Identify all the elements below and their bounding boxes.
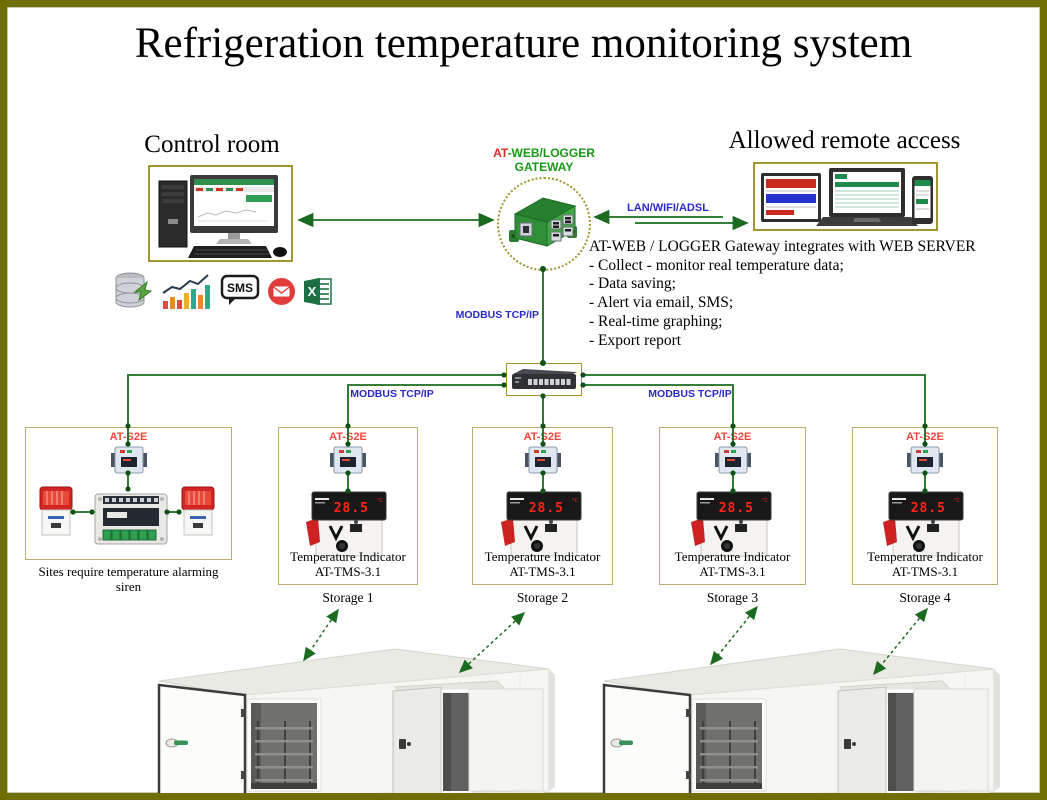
svg-text:SMS: SMS bbox=[227, 281, 253, 295]
svg-text:°C: °C bbox=[762, 498, 769, 504]
svg-text:28.5: 28.5 bbox=[334, 501, 369, 516]
svg-text:X: X bbox=[308, 284, 317, 299]
indicator-caption-line1: Temperature Indicator bbox=[867, 549, 983, 564]
siren-icon bbox=[181, 486, 215, 536]
indicator-caption-line2: AT-TMS-3.1 bbox=[699, 564, 766, 579]
temperature-indicator: 28.5 °C bbox=[687, 490, 779, 558]
gateway-label: AT-WEB/LOGGER GATEWAY bbox=[467, 146, 621, 174]
alarm-relay-board bbox=[93, 488, 169, 550]
siren-site-box: AT-S2E bbox=[25, 427, 232, 560]
siren-right bbox=[180, 485, 216, 537]
storage-name-1: Storage 1 bbox=[322, 590, 374, 605]
control-room-computer-icon bbox=[158, 175, 287, 258]
siren-icon bbox=[39, 486, 73, 536]
at-s2e-module-icon bbox=[907, 446, 943, 474]
gateway-device bbox=[509, 190, 577, 248]
indicator-caption: Temperature Indicator AT-TMS-3.1 bbox=[660, 549, 805, 579]
modbus-right-label: MODBUS TCP/IP bbox=[648, 388, 732, 400]
network-switch-icon bbox=[512, 369, 577, 389]
temperature-indicator-icon: 28.5 °C bbox=[500, 491, 581, 557]
at-s2e-module-icon bbox=[330, 446, 366, 474]
remote-access-box bbox=[753, 162, 938, 231]
at-s2e-module bbox=[330, 445, 366, 475]
storage-site-box-1: AT-S2E 28.5 °C Te bbox=[278, 427, 418, 585]
control-room-title: Control room bbox=[144, 131, 280, 158]
storage-device-label: AT-S2E bbox=[713, 431, 752, 443]
temperature-indicator-icon: 28.5 °C bbox=[306, 491, 387, 557]
gateway-label-rest: -WEB/LOGGER bbox=[507, 146, 595, 160]
temperature-indicator-icon: 28.5 °C bbox=[883, 491, 964, 557]
page-title: Refrigeration temperature monitoring sys… bbox=[134, 20, 913, 67]
web-server-info-item: - Collect - monitor real temperature dat… bbox=[589, 256, 844, 274]
at-s2e-module-icon bbox=[111, 446, 147, 474]
remote-access-devices-icon bbox=[761, 168, 933, 226]
indicator-caption-line2: AT-TMS-3.1 bbox=[891, 564, 959, 579]
bar-chart-icon bbox=[162, 274, 210, 309]
storage-device-label: AT-S2E bbox=[329, 431, 367, 443]
svg-text:28.5: 28.5 bbox=[718, 501, 753, 516]
storage-name-3: Storage 3 bbox=[706, 590, 759, 605]
indicator-caption: Temperature Indicator AT-TMS-3.1 bbox=[853, 549, 997, 579]
web-server-info: AT-WEB / LOGGER Gateway integrates with … bbox=[589, 238, 989, 350]
web-server-info-item: - Alert via email, SMS; bbox=[589, 294, 734, 312]
temperature-indicator: 28.5 °C bbox=[879, 490, 971, 558]
svg-text:°C: °C bbox=[572, 498, 579, 504]
gateway-device-icon bbox=[509, 197, 577, 247]
storage-name-4: Storage 4 bbox=[899, 590, 951, 605]
email-icon bbox=[268, 277, 295, 305]
gateway-label-line2: GATEWAY bbox=[514, 160, 574, 174]
indicator-caption: Temperature Indicator AT-TMS-3.1 bbox=[473, 549, 612, 579]
modbus-gateway-label: MODBUS TCP/IP bbox=[455, 309, 539, 321]
network-switch-box bbox=[506, 363, 582, 396]
storage-device-label: AT-S2E bbox=[906, 431, 944, 443]
temperature-indicator: 28.5 °C bbox=[302, 490, 394, 558]
gateway-label-prefix: AT bbox=[493, 146, 508, 160]
feature-icons-row: SMS X bbox=[113, 269, 333, 313]
storage-name-2: Storage 2 bbox=[516, 590, 569, 605]
svg-text:°C: °C bbox=[377, 498, 384, 504]
cold-room-illustration bbox=[602, 648, 1000, 793]
at-s2e-module-icon bbox=[714, 446, 751, 474]
storage-device-label: AT-S2E bbox=[523, 431, 562, 443]
modbus-left-label: MODBUS TCP/IP bbox=[350, 388, 434, 400]
web-server-info-item: - Real-time graphing; bbox=[589, 312, 723, 330]
storage-site-box-4: AT-S2E 28.5 °C Te bbox=[852, 427, 998, 585]
database-icon bbox=[115, 272, 153, 308]
temperature-indicator: 28.5 °C bbox=[497, 490, 589, 558]
sms-icon: SMS bbox=[220, 274, 260, 305]
svg-text:°C: °C bbox=[954, 498, 961, 504]
svg-text:28.5: 28.5 bbox=[528, 501, 563, 516]
at-s2e-module bbox=[907, 445, 943, 475]
indicator-caption-line1: Temperature Indicator bbox=[674, 549, 791, 564]
control-room-box bbox=[148, 165, 293, 262]
storage-site-box-2: AT-S2E 28.5 °C Te bbox=[472, 427, 613, 585]
siren-site-at-s2e-module bbox=[111, 445, 147, 475]
cold-room-illustration bbox=[157, 648, 555, 793]
indicator-caption-line1: Temperature Indicator bbox=[290, 549, 406, 564]
siren-site-device-label: AT-S2E bbox=[109, 431, 148, 443]
excel-icon: X bbox=[304, 277, 332, 305]
siren-left bbox=[38, 485, 74, 537]
remote-access-title: Allowed remote access bbox=[728, 127, 961, 154]
indicator-caption-line1: Temperature Indicator bbox=[484, 549, 601, 564]
cold-room-group-left bbox=[145, 623, 557, 793]
cold-room-group-right bbox=[590, 623, 1002, 793]
indicator-caption-line2: AT-TMS-3.1 bbox=[509, 564, 576, 579]
at-s2e-module-icon bbox=[524, 446, 561, 474]
at-s2e-module bbox=[714, 445, 751, 475]
temperature-indicator-icon: 28.5 °C bbox=[690, 491, 771, 557]
web-server-info-item: - Export report bbox=[589, 331, 682, 349]
web-server-info-heading: AT-WEB / LOGGER Gateway integrates with … bbox=[589, 238, 976, 255]
indicator-caption-line2: AT-TMS-3.1 bbox=[314, 564, 382, 579]
indicator-caption: Temperature Indicator AT-TMS-3.1 bbox=[279, 549, 417, 579]
svg-text:28.5: 28.5 bbox=[911, 501, 946, 516]
lan-link-label: LAN/WIFI/ADSL bbox=[627, 202, 709, 214]
relay-board-icon bbox=[94, 493, 168, 545]
siren-site-caption: Sites require temperature alarming siren bbox=[38, 564, 219, 594]
web-server-info-item: - Data saving; bbox=[589, 275, 676, 293]
at-s2e-module bbox=[524, 445, 561, 475]
storage-site-box-3: AT-S2E 28.5 °C Te bbox=[659, 427, 806, 585]
